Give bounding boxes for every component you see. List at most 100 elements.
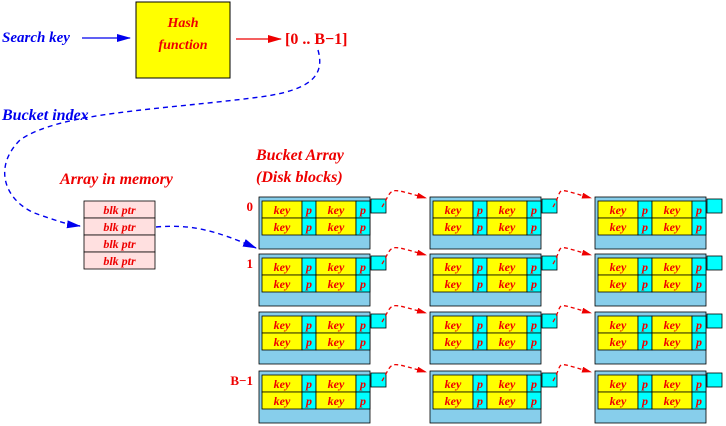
range-label: [0 .. B−1] xyxy=(285,31,347,48)
key-text: key xyxy=(328,377,345,391)
overflow-pointer-cell xyxy=(706,198,723,214)
key-text: key xyxy=(499,318,516,332)
memory-array-cell-text: blk ptr xyxy=(103,203,136,217)
record-pointer-cell xyxy=(691,217,707,236)
record-pointer-text: p xyxy=(305,377,312,391)
key-text: key xyxy=(445,318,462,332)
record-pointer-cell xyxy=(526,274,542,293)
record-pointer-text: p xyxy=(359,318,366,332)
overflow-pointer-cell xyxy=(541,255,558,271)
record-pointer-text: p xyxy=(305,203,312,217)
record-pointer-text: p xyxy=(476,277,483,291)
key-text: key xyxy=(274,203,291,217)
record-pointer-cell xyxy=(355,391,371,410)
record-pointer-text: p xyxy=(641,377,648,391)
key-text: key xyxy=(499,377,516,391)
record-pointer-text: p xyxy=(359,377,366,391)
overflow-chain-arrow xyxy=(552,304,592,323)
bucket-index-curve xyxy=(3,49,321,229)
key-text: key xyxy=(328,277,345,291)
key-text: key xyxy=(445,260,462,274)
key-text: key xyxy=(499,220,516,234)
record-pointer-text: p xyxy=(695,203,702,217)
key-text: key xyxy=(274,394,291,408)
key-text: key xyxy=(328,220,345,234)
key-text: key xyxy=(445,277,462,291)
record-pointer-cell xyxy=(691,274,707,293)
record-pointer-text: p xyxy=(530,335,537,349)
overflow-chain-arrow xyxy=(381,189,427,208)
key-text: key xyxy=(445,220,462,234)
overflow-chain-arrow xyxy=(381,304,427,323)
key-text: key xyxy=(328,203,345,217)
record-pointer-text: p xyxy=(641,260,648,274)
record-pointer-cell xyxy=(355,274,371,293)
record-pointer-text: p xyxy=(359,260,366,274)
memory-array-cell-text: blk ptr xyxy=(103,220,136,234)
record-pointer-text: p xyxy=(359,277,366,291)
key-text: key xyxy=(274,277,291,291)
record-pointer-text: p xyxy=(695,394,702,408)
key-text: key xyxy=(445,335,462,349)
record-pointer-text: p xyxy=(530,277,537,291)
record-pointer-text: p xyxy=(530,394,537,408)
record-pointer-text: p xyxy=(476,260,483,274)
record-pointer-cell xyxy=(691,391,707,410)
record-pointer-cell xyxy=(691,332,707,351)
record-pointer-text: p xyxy=(641,203,648,217)
record-pointer-text: p xyxy=(359,203,366,217)
record-pointer-text: p xyxy=(476,220,483,234)
record-pointer-text: p xyxy=(359,394,366,408)
key-text: key xyxy=(274,318,291,332)
bucket-row-label: 1 xyxy=(247,256,254,271)
record-pointer-text: p xyxy=(695,335,702,349)
record-pointer-text: p xyxy=(476,318,483,332)
record-pointer-cell xyxy=(526,332,542,351)
overflow-pointer-cell xyxy=(541,198,558,214)
record-pointer-text: p xyxy=(695,260,702,274)
array-in-memory-label: Array in memory xyxy=(59,171,174,188)
bucket-index-label: Bucket index xyxy=(1,107,89,124)
record-pointer-text: p xyxy=(530,377,537,391)
record-pointer-text: p xyxy=(476,377,483,391)
record-pointer-text: p xyxy=(530,318,537,332)
key-text: key xyxy=(328,394,345,408)
key-text: key xyxy=(664,220,681,234)
record-pointer-cell xyxy=(355,332,371,351)
record-pointer-cell xyxy=(526,391,542,410)
key-text: key xyxy=(610,203,627,217)
hash-function-label-1: Hash xyxy=(166,16,198,31)
record-pointer-text: p xyxy=(305,394,312,408)
overflow-pointer-cell xyxy=(706,255,723,271)
key-text: key xyxy=(610,394,627,408)
key-text: key xyxy=(274,220,291,234)
key-text: key xyxy=(610,220,627,234)
overflow-pointer-cell xyxy=(706,372,723,388)
key-text: key xyxy=(664,203,681,217)
record-pointer-text: p xyxy=(305,277,312,291)
record-pointer-text: p xyxy=(305,318,312,332)
overflow-chain-arrow xyxy=(552,246,592,265)
key-text: key xyxy=(664,260,681,274)
overflow-pointer-cell xyxy=(706,313,723,329)
overflow-chain-arrow xyxy=(552,189,592,208)
overflow-pointer-cell xyxy=(541,372,558,388)
key-text: key xyxy=(610,318,627,332)
bucket-array-label-2: (Disk blocks) xyxy=(256,169,343,186)
record-pointer-text: p xyxy=(359,335,366,349)
bucket-row-label: 0 xyxy=(247,199,254,214)
search-key-label: Search key xyxy=(2,30,70,46)
record-pointer-text: p xyxy=(641,335,648,349)
record-pointer-text: p xyxy=(695,277,702,291)
